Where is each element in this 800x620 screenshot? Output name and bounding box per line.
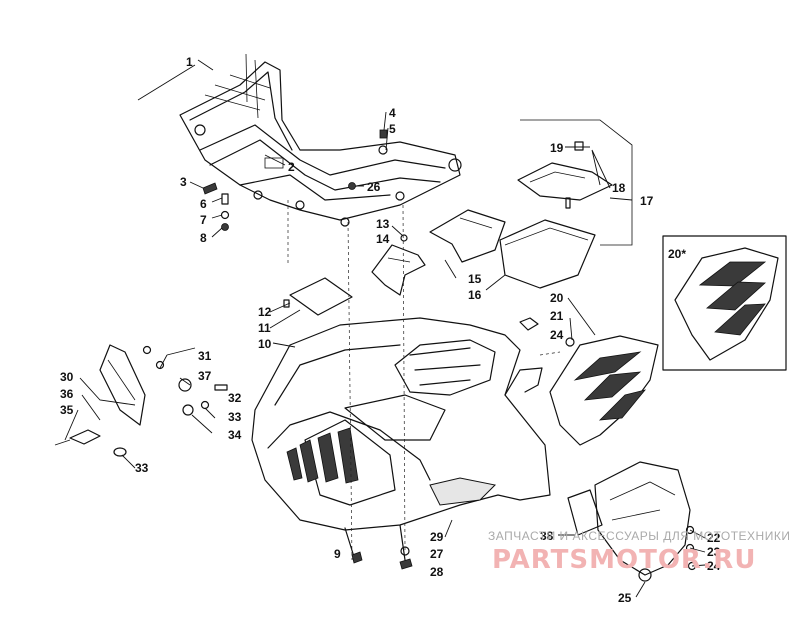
callout-22: 22 (707, 531, 721, 545)
front-fender (251, 317, 551, 561)
callout-26: 26 (367, 180, 381, 194)
callout-14: 14 (376, 232, 390, 246)
access-panel (283, 277, 353, 316)
lower-guard (567, 461, 697, 582)
lower-fasteners (351, 546, 413, 570)
callout-35: 35 (60, 403, 74, 417)
callout-24-lower: 24 (707, 559, 721, 573)
callout-34: 34 (228, 428, 242, 442)
callout-15: 15 (468, 272, 482, 286)
storage-trays (429, 209, 596, 289)
callout-30: 30 (60, 370, 74, 384)
callout-6: 6 (200, 197, 207, 211)
callout-18: 18 (612, 181, 626, 195)
callout-9: 9 (334, 547, 341, 561)
callout-20-star: 20* (668, 247, 686, 261)
callout-10: 10 (258, 337, 272, 351)
callout-27: 27 (430, 547, 444, 561)
headlight-assembly (54, 344, 228, 457)
callout-7: 7 (200, 213, 207, 227)
center-bracket (371, 234, 426, 296)
callout-23: 23 (707, 545, 721, 559)
callout-36: 36 (60, 387, 74, 401)
callout-3: 3 (180, 175, 187, 189)
callout-4: 4 (389, 106, 396, 120)
callout-29: 29 (430, 530, 444, 544)
callout-33-lower: 33 (135, 461, 149, 475)
inset-box (662, 235, 787, 371)
callout-32: 32 (228, 391, 242, 405)
front-rack (179, 53, 462, 227)
callout-2: 2 (288, 160, 295, 174)
leader-lines (64, 59, 706, 598)
callout-11: 11 (258, 321, 271, 335)
callout-38: 38 (540, 529, 554, 543)
callout-37: 37 (198, 369, 212, 383)
callout-20: 20 (550, 291, 564, 305)
callout-5: 5 (389, 122, 396, 136)
callout-24-upper: 24 (550, 328, 564, 342)
callout-12: 12 (258, 305, 272, 319)
callout-8: 8 (200, 231, 207, 245)
assembly-lines (287, 200, 561, 561)
callout-31: 31 (198, 349, 212, 363)
callout-13: 13 (376, 217, 390, 231)
callout-labels: 1 2 3 4 5 6 7 8 26 13 14 12 11 10 19 18 … (60, 55, 721, 605)
watermark-brand: PARTSMOTOR.RU (492, 545, 756, 575)
callout-33-upper: 33 (228, 410, 242, 424)
side-panel (519, 317, 659, 446)
cover-group (517, 119, 633, 246)
callout-17: 17 (640, 194, 654, 208)
callout-16: 16 (468, 288, 482, 302)
watermark-caption: ЗАПЧАСТИ И АКСЕССУАРЫ ДЛЯ МОТОТЕХНИКИ (488, 529, 790, 543)
callout-1: 1 (186, 55, 193, 69)
callout-21: 21 (550, 309, 564, 323)
callout-19: 19 (550, 141, 564, 155)
callout-25: 25 (618, 591, 632, 605)
callout-28: 28 (430, 565, 444, 579)
watermark: ЗАПЧАСТИ И АКСЕССУАРЫ ДЛЯ МОТОТЕХНИКИ PA… (488, 529, 790, 575)
